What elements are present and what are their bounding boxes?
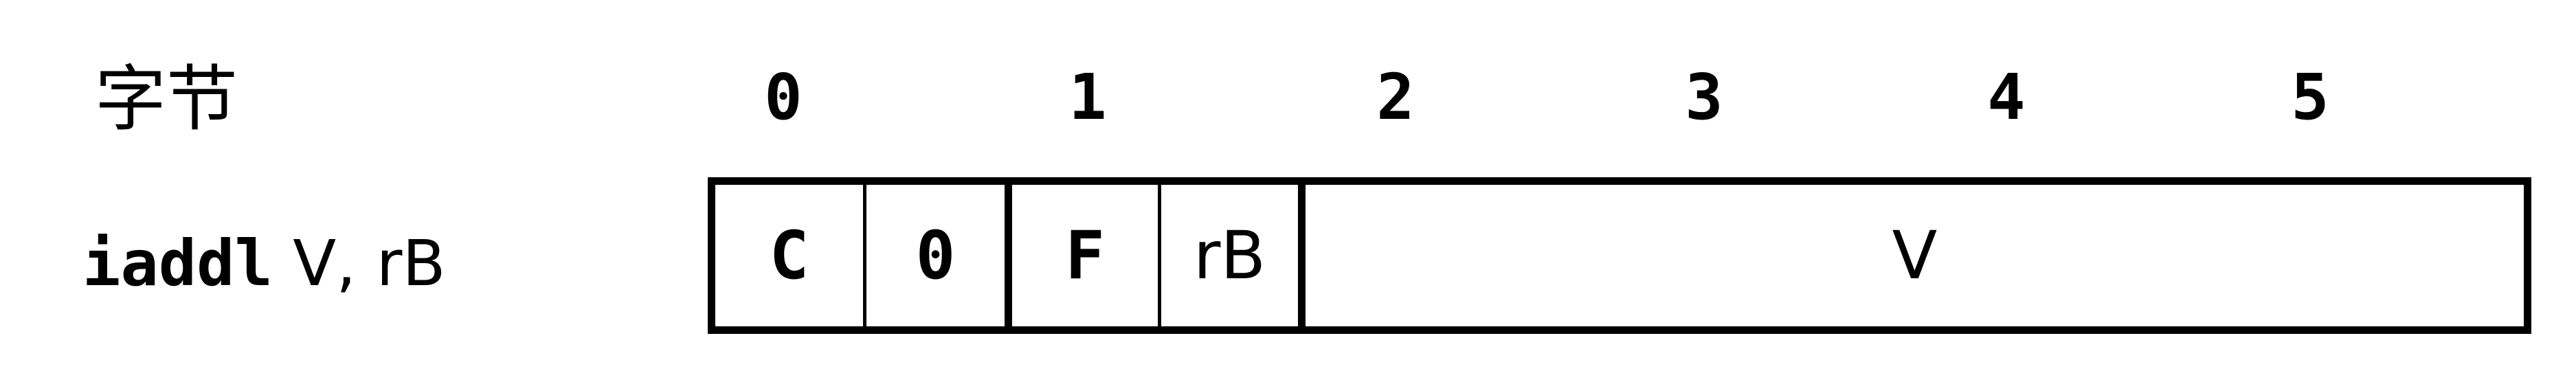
- byte-index-3: 3: [1685, 60, 1723, 134]
- ra-field: F: [1012, 185, 1161, 326]
- ifun-field: 0: [866, 185, 1012, 326]
- valc-field: V: [1892, 217, 1938, 294]
- byte-index-4: 4: [1987, 60, 2026, 134]
- byte-index-5: 5: [2291, 60, 2329, 134]
- rb-field: rB: [1161, 185, 1306, 326]
- instruction-encoding-box: C 0 F rB V: [708, 177, 2531, 334]
- instruction-operands: V, rB: [293, 227, 446, 300]
- byte-index-0: 0: [764, 60, 803, 134]
- byte-index-1: 1: [1068, 60, 1107, 134]
- instruction-mnemonic: iaddl: [82, 227, 273, 300]
- byte-index-2: 2: [1376, 60, 1415, 134]
- instruction-label: iaddl V, rB: [82, 232, 446, 295]
- icode-field: C: [715, 185, 866, 326]
- byte-row-label: 字节: [95, 57, 238, 141]
